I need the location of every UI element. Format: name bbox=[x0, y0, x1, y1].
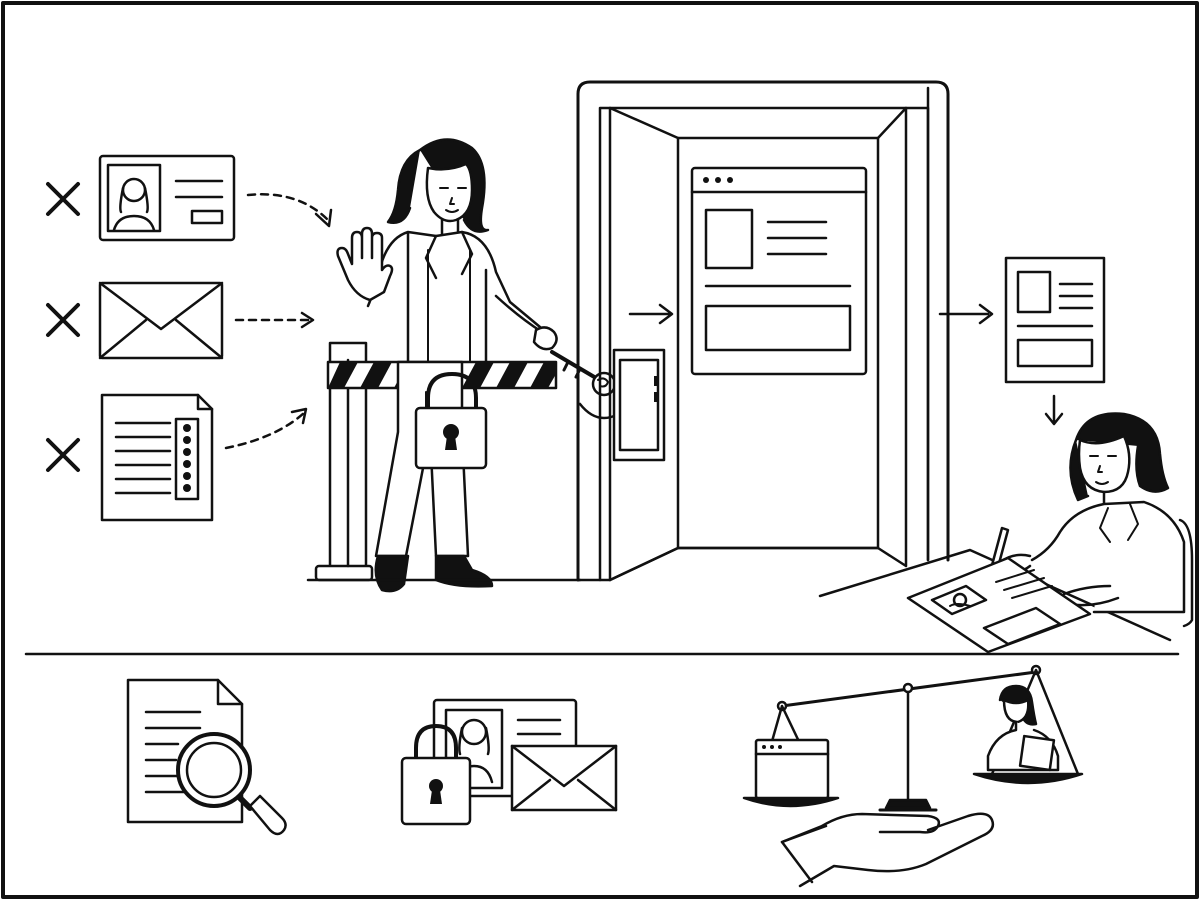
raised-hand-icon bbox=[338, 228, 393, 300]
balance-scale-icon bbox=[744, 666, 1082, 810]
envelope-icon bbox=[100, 283, 222, 358]
arrow-down-icon bbox=[1046, 396, 1062, 424]
coat bbox=[368, 232, 546, 362]
padlock-icon bbox=[416, 374, 486, 468]
right-shoe bbox=[436, 556, 492, 586]
rejected-id-row bbox=[48, 156, 331, 240]
form-sheet-icon bbox=[908, 558, 1090, 652]
frame-border bbox=[3, 3, 1197, 897]
arrow-right-icon bbox=[940, 305, 992, 323]
padlock-id-envelope-icon bbox=[402, 700, 616, 824]
arrow-head-envelope bbox=[302, 313, 313, 327]
browser-window-icon bbox=[692, 168, 866, 374]
dashed-arrow-id bbox=[248, 194, 328, 220]
open-hand-icon bbox=[782, 814, 993, 886]
id-card-icon bbox=[100, 156, 234, 240]
left-shoe bbox=[376, 556, 408, 591]
x-mark-icon bbox=[48, 305, 78, 335]
rejected-document-row bbox=[48, 395, 306, 520]
x-mark-icon bbox=[48, 440, 78, 470]
dashed-arrow-document bbox=[226, 413, 304, 448]
document-search-icon bbox=[128, 680, 286, 834]
arrow-head-document bbox=[292, 409, 306, 423]
arrow-head-id bbox=[316, 210, 331, 226]
document-icon bbox=[1006, 258, 1104, 382]
document-list-icon bbox=[102, 395, 212, 520]
gatekeeper-person bbox=[338, 139, 557, 591]
rejected-envelope-row bbox=[48, 283, 313, 358]
seated-person-icon bbox=[820, 414, 1192, 640]
x-mark-icon bbox=[48, 184, 78, 214]
vault-door-icon bbox=[578, 82, 948, 580]
key-icon bbox=[552, 352, 615, 395]
arrow-right-icon bbox=[630, 305, 672, 323]
face bbox=[427, 164, 472, 221]
